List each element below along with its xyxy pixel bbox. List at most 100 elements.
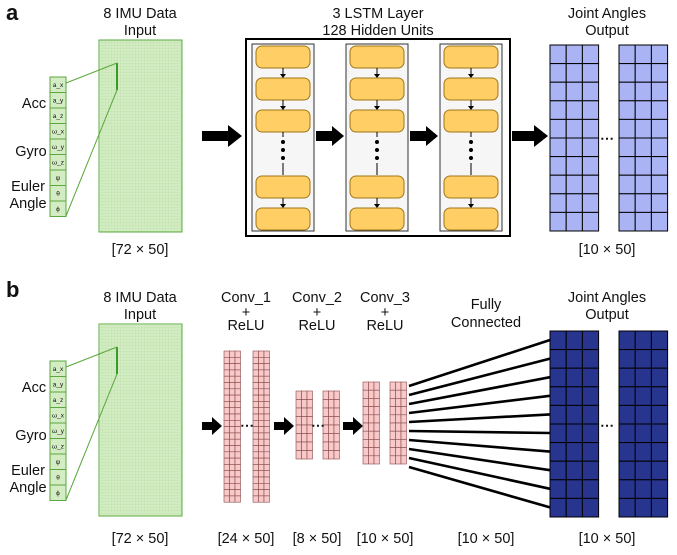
conv-cell	[252, 369, 259, 377]
conv-cell	[223, 432, 230, 440]
output-cell	[549, 423, 567, 444]
output-cell	[549, 460, 567, 481]
conv-cell	[400, 447, 407, 457]
output-cell	[650, 460, 669, 481]
output-cell	[618, 174, 636, 195]
fc-connection-line	[408, 465, 551, 509]
output-cell	[634, 460, 652, 481]
output-grid-b	[549, 330, 669, 518]
conv-cell	[229, 394, 236, 402]
conv-cell	[229, 438, 236, 446]
fc-connection-line	[408, 375, 551, 406]
conv-cell	[306, 441, 313, 451]
lstm-link-arrowhead	[280, 204, 286, 208]
lstm-link-arrowhead	[280, 106, 286, 110]
output-cell	[549, 156, 567, 176]
conv-cell	[258, 476, 265, 484]
sensor-channel-label: a_y	[53, 382, 64, 389]
conv-cell	[234, 375, 241, 383]
conv1-relu: ReLU	[227, 318, 264, 334]
output-cell	[549, 404, 567, 425]
conv1-ellipsis: ⋯	[240, 417, 254, 433]
panel-b-letter: b	[6, 277, 19, 302]
arrow-lstm1-to-lstm2	[316, 126, 344, 146]
output-cell	[618, 404, 636, 425]
conv-cell	[362, 430, 369, 440]
conv3-title: Conv_3	[360, 290, 410, 306]
output-cell	[634, 81, 652, 102]
conv-cell	[263, 382, 270, 390]
conv-cell	[252, 489, 259, 497]
output-cell	[549, 211, 567, 232]
conv-cell	[395, 455, 402, 465]
output-cell	[650, 367, 669, 388]
conv-cell	[263, 457, 270, 465]
conv1-feature-maps	[223, 350, 270, 503]
conv-cell	[258, 438, 265, 446]
conv-cell	[328, 390, 335, 400]
output-cell	[565, 330, 583, 351]
conv-cell	[263, 451, 270, 459]
conv-cell	[373, 389, 380, 399]
conv-cell	[306, 433, 313, 443]
conv-cell	[229, 413, 236, 421]
output-cell	[650, 349, 669, 369]
conv-cell	[373, 447, 380, 457]
conv-cell	[229, 375, 236, 383]
conv-cell	[362, 389, 369, 399]
output-cell	[650, 193, 669, 213]
input-grid-texture-b	[99, 324, 182, 516]
conv-cell	[223, 394, 230, 402]
output-cell	[549, 100, 567, 120]
conv-cell	[258, 426, 265, 434]
sensor-channel-label: ϕ	[56, 490, 60, 497]
conv-cell	[263, 413, 270, 421]
conv-cell	[328, 407, 335, 417]
conv3-plus: +	[381, 305, 389, 321]
output-cell	[581, 63, 600, 83]
conv-cell	[263, 369, 270, 377]
lstm-cell	[255, 207, 311, 231]
panel-b: b Acc Gyro Euler Angle a_xa_ya_zω_xω_yω_…	[6, 277, 669, 547]
conv-cell	[258, 470, 265, 478]
output-cell	[650, 404, 669, 425]
conv-cell	[395, 447, 402, 457]
conv-cell	[295, 450, 302, 460]
conv-cell	[333, 407, 340, 417]
output-cell	[634, 193, 652, 213]
conv-cell	[258, 489, 265, 497]
output-ellipsis-a: ⋯	[600, 130, 614, 146]
conv-cell	[373, 414, 380, 424]
conv1-plus: +	[242, 305, 250, 321]
conv-cell	[333, 441, 340, 451]
lstm-ellipsis-dot	[469, 148, 473, 152]
sensor-channel-label: ω_y	[52, 428, 65, 435]
conv-cell	[373, 430, 380, 440]
output-cell	[581, 156, 600, 176]
conv-cell	[263, 388, 270, 396]
conv-cell	[322, 407, 329, 417]
conv-cell	[234, 388, 241, 396]
conv-cell	[234, 438, 241, 446]
conv-cell	[229, 369, 236, 377]
lstm-cell	[255, 175, 311, 199]
conv-cell	[322, 441, 329, 451]
conv-cell	[373, 398, 380, 407]
panel-a-letter: a	[6, 0, 19, 25]
conv3-dims: [10 × 50]	[357, 531, 414, 547]
conv-cell	[252, 382, 259, 390]
output-cell	[565, 100, 583, 120]
arrow-conv1-to-conv2	[274, 417, 294, 435]
conv-cell	[373, 422, 380, 432]
conv-cell	[328, 433, 335, 443]
output-grid-a	[549, 44, 669, 232]
output-cell	[634, 211, 652, 232]
output-cell	[650, 156, 669, 176]
conv-cell	[328, 450, 335, 460]
conv-cell	[258, 413, 265, 421]
output-cell	[618, 211, 636, 232]
lstm-link-arrowhead	[374, 74, 380, 78]
conv-cell	[223, 438, 230, 446]
output-dims-b: [10 × 50]	[579, 531, 636, 547]
fc-title-line2: Connected	[451, 315, 521, 331]
